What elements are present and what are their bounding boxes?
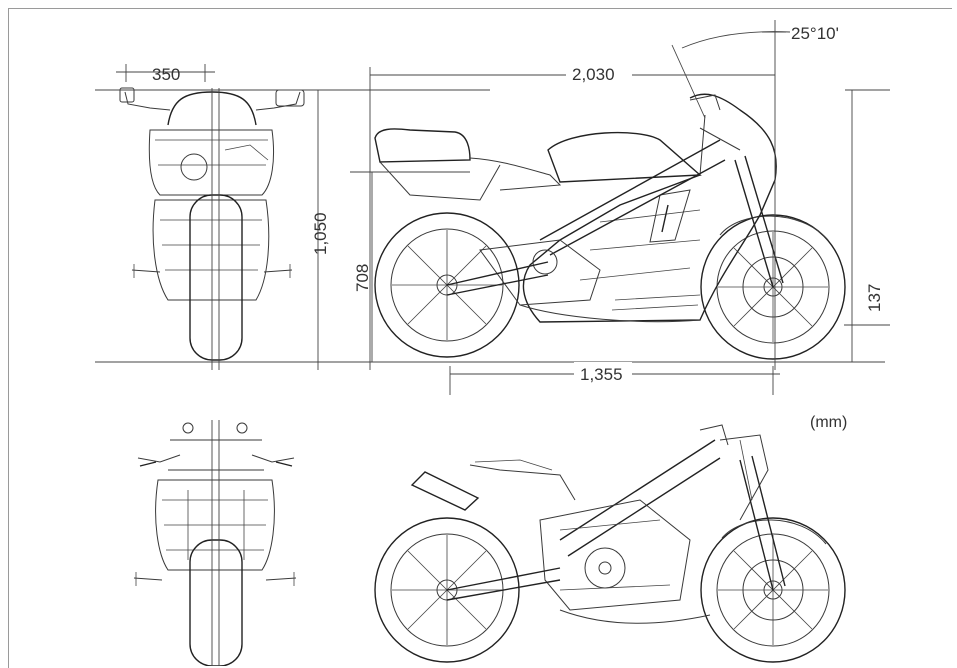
side-view-naked xyxy=(374,424,846,663)
sheet-border xyxy=(8,8,952,668)
front-view-naked xyxy=(133,420,297,666)
side-view xyxy=(95,93,885,363)
seat-height-label: 708 xyxy=(353,264,372,292)
caster-dimension: 25°10' xyxy=(671,24,839,119)
wheelbase-dimension: 1,355 xyxy=(449,362,780,395)
ground-clearance-label: 137 xyxy=(865,284,884,312)
length-dimension: 2,030 xyxy=(369,20,776,370)
width-label: 350 xyxy=(152,65,180,84)
caster-label: 25°10' xyxy=(791,24,839,43)
length-label: 2,030 xyxy=(572,65,615,84)
height-label: 1,050 xyxy=(311,212,330,255)
ground-clearance-dimension: 137 xyxy=(844,89,890,362)
units-label: (mm) xyxy=(810,414,847,431)
wheelbase-label: 1,355 xyxy=(580,365,623,384)
front-view xyxy=(119,87,305,370)
height-dimension: 1,050 xyxy=(95,89,490,370)
seat-height-dimension: 708 xyxy=(350,171,470,362)
width-dimension: 350 xyxy=(116,64,215,84)
